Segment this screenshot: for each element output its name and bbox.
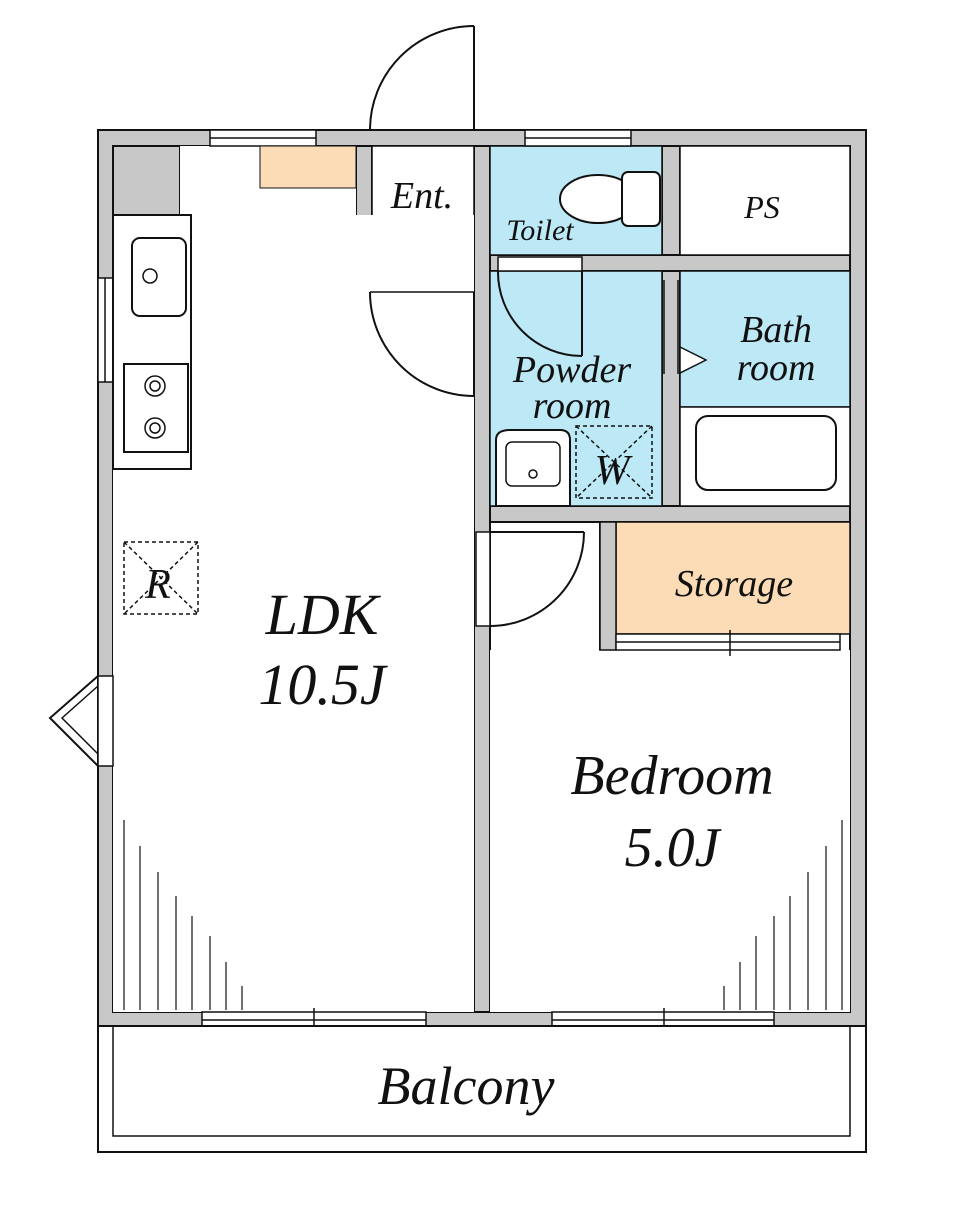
washer-space — [575, 425, 653, 499]
pipe-space-label: PS — [743, 189, 780, 225]
entrance-label: Ent. — [390, 175, 453, 217]
toilet-label: Toilet — [506, 214, 574, 247]
windows — [48, 129, 841, 1032]
door-swing-icon — [369, 25, 475, 131]
bay-window-icon — [48, 673, 114, 769]
powder-label-line2: room — [533, 385, 612, 427]
balcony — [97, 1025, 867, 1153]
window-icon — [201, 1008, 427, 1032]
ldk-size-label: 10.5J — [258, 652, 389, 717]
window-icon — [97, 277, 114, 383]
room-labels: Ent. Toilet PS Bath room Powder room W R… — [144, 175, 815, 1116]
stove-burner-icon — [144, 417, 166, 439]
washer-label: W — [595, 448, 634, 494]
ldk-name-label: LDK — [265, 582, 382, 647]
door-swing-icon — [663, 280, 708, 375]
toilet-icon — [559, 171, 661, 227]
window-icon — [615, 630, 841, 656]
washbasin-icon — [495, 429, 571, 507]
bath-label-line1: Bath — [740, 309, 812, 351]
balcony-label: Balcony — [378, 1056, 555, 1116]
bedroom-size-label: 5.0J — [625, 817, 723, 879]
storage-label: Storage — [675, 563, 793, 605]
sink-icon — [131, 237, 187, 317]
bathtub-icon — [695, 415, 837, 491]
window-icon — [524, 129, 632, 147]
door-swing-icon — [369, 291, 475, 397]
stove-burner-icon — [144, 375, 166, 397]
refrigerator-space — [123, 541, 199, 615]
door-swing-icon — [496, 256, 583, 357]
window-icon — [209, 129, 317, 147]
powder-label-line1: Powder — [512, 349, 631, 391]
refrigerator-label: R — [144, 562, 171, 608]
doors — [369, 25, 708, 627]
kitchen-counter — [112, 214, 192, 470]
door-swing-icon — [475, 531, 585, 627]
bedroom-name-label: Bedroom — [570, 745, 773, 807]
floor-hatching — [123, 820, 843, 1010]
shoe-cabinet — [259, 145, 357, 189]
bath-label-line2: room — [737, 347, 816, 389]
